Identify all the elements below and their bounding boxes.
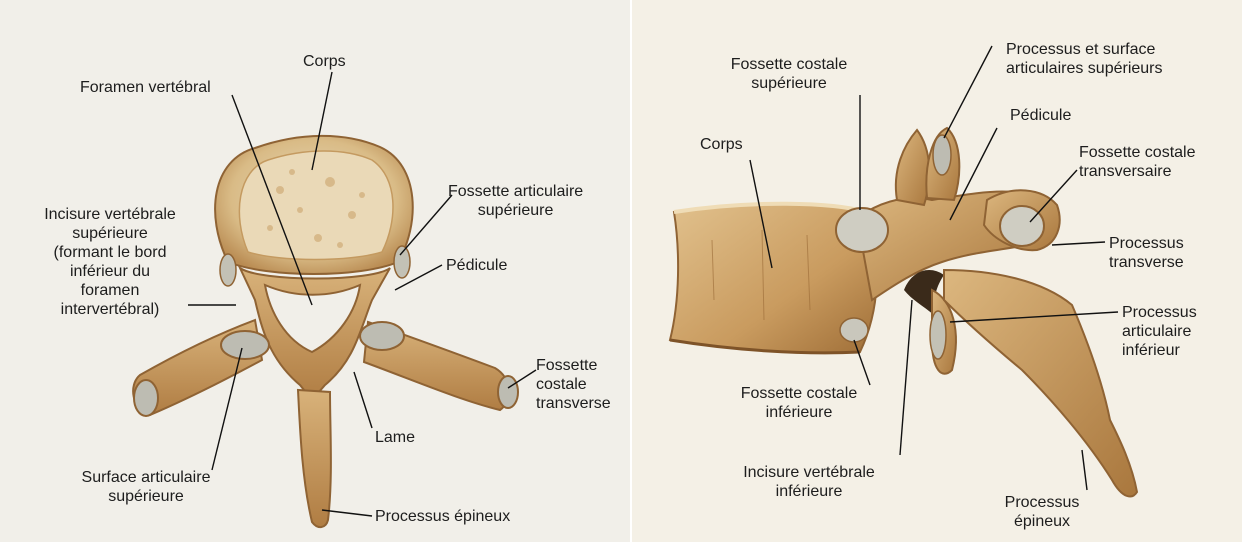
lateral-view-panel: Fossette costale supérieure Processus et… — [632, 0, 1242, 542]
superior-view-panel: Corps Foramen vertébral Incisure vertébr… — [0, 0, 632, 542]
fossette-costale-superieure-shape — [836, 208, 888, 252]
label-corps-lateral: Corps — [700, 135, 743, 154]
label-processus-transverse: Processus transverse — [1109, 234, 1184, 272]
fossette-costale-transversaire-shape — [1000, 206, 1044, 246]
label-pedicule-lateral: Pédicule — [1010, 106, 1071, 125]
left-articular-surface-shape — [221, 331, 269, 359]
spinous-process-shape — [298, 390, 331, 527]
label-surface-articulaire-superieure: Surface articulaire supérieure — [60, 468, 232, 506]
processus-epineux-shape — [944, 270, 1137, 496]
label-fossette-costale-transversaire: Fossette costale transversaire — [1079, 143, 1196, 181]
label-incisure-vertebrale-inferieure: Incisure vertébrale inférieure — [724, 463, 894, 501]
label-fossette-articulaire-superieure: Fossette articulaire supérieure — [448, 182, 583, 220]
label-fossette-costale-inferieure: Fossette costale inférieure — [724, 384, 874, 422]
label-processus-epineux-lateral: Processus épineux — [992, 493, 1092, 531]
label-processus-epineux: Processus épineux — [375, 507, 510, 526]
label-processus-surface-articulaires-superieurs: Processus et surface articulaires supéri… — [1006, 40, 1163, 78]
label-lame: Lame — [375, 428, 415, 447]
label-corps: Corps — [303, 52, 346, 71]
label-pedicule: Pédicule — [446, 256, 507, 275]
label-incisure-vertebrale-superieure: Incisure vertébrale supérieure (formant … — [20, 205, 200, 319]
label-fossette-costale-superieure: Fossette costale supérieure — [714, 55, 864, 93]
label-foramen-vertebral: Foramen vertébral — [80, 78, 211, 97]
label-fossette-costale-transverse: Fossette costale transverse — [536, 356, 611, 413]
label-processus-articulaire-inferieur: Processus articulaire inférieur — [1122, 303, 1197, 360]
